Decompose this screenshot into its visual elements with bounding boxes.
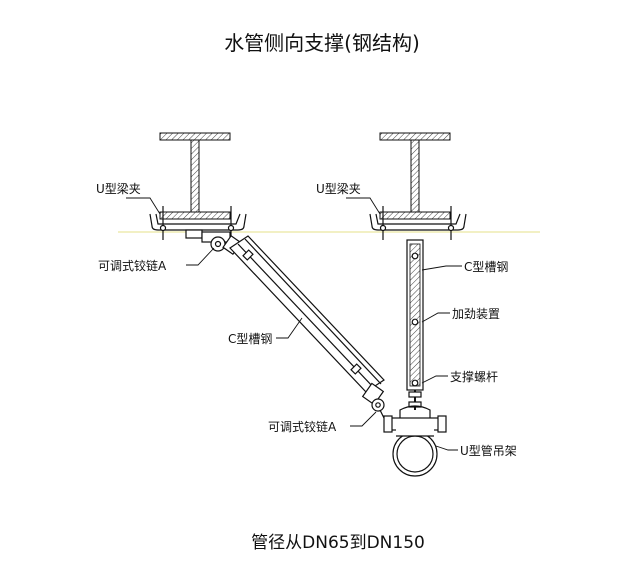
right-u-beam-clamp <box>369 206 467 240</box>
diagram-caption: 管径从DN65到DN150 <box>251 533 425 553</box>
label-stiffener: 加劲装置 <box>452 307 500 321</box>
leader-lines <box>126 197 462 451</box>
diagram-title: 水管侧向支撑(钢结构) <box>224 31 420 55</box>
label-support-rod: 支撑螺杆 <box>450 369 498 384</box>
label-u-clamp-right: U型梁夹 <box>316 181 361 196</box>
label-u-clamp-left: U型梁夹 <box>96 181 141 196</box>
label-u-pipe-hanger: U型管吊架 <box>460 443 517 458</box>
label-c-channel-diagonal: C型槽钢 <box>228 332 272 346</box>
left-u-beam-clamp <box>149 206 247 240</box>
u-pipe-hanger <box>383 405 447 477</box>
label-hinge-lower: 可调式铰链A <box>268 419 337 434</box>
vertical-c-channel <box>406 239 424 391</box>
diagonal-c-channel <box>229 235 385 393</box>
right-steel-beam <box>379 132 451 220</box>
label-c-channel-vertical: C型槽钢 <box>464 260 508 274</box>
upper-adjustable-hinge <box>201 231 242 256</box>
support-rod <box>408 390 422 410</box>
label-hinge-upper: 可调式铰链A <box>98 258 167 273</box>
left-steel-beam <box>159 132 231 220</box>
